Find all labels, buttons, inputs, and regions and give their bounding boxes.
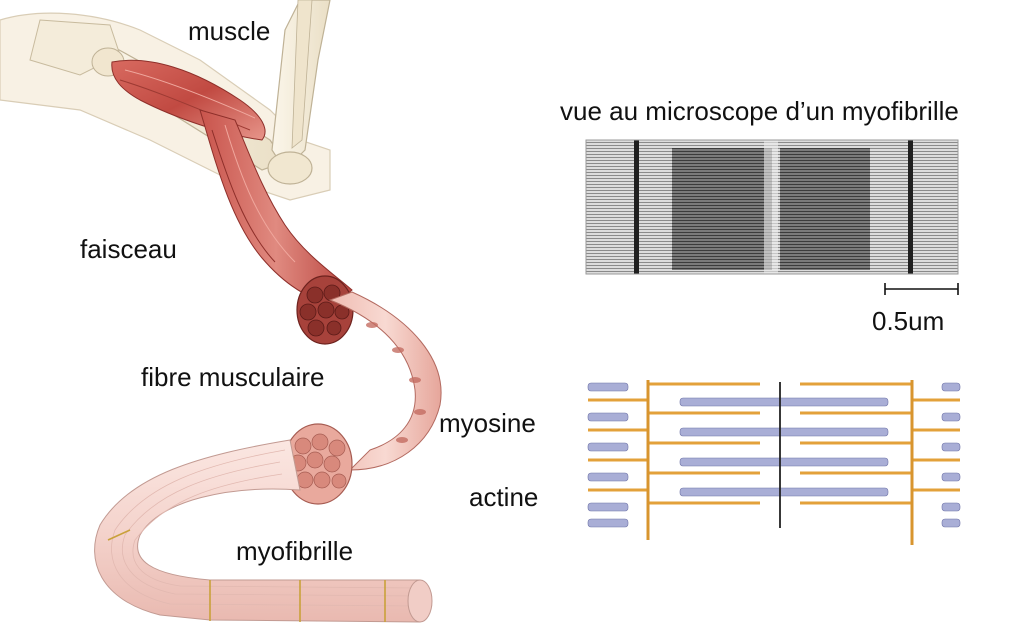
label-muscle: muscle — [188, 18, 270, 44]
micrograph-image — [586, 140, 958, 274]
label-myosin: myosine — [439, 410, 536, 436]
arm-illustration — [0, 0, 330, 200]
myosin-filaments — [588, 383, 960, 527]
myofibril — [95, 440, 432, 622]
scale-bar — [885, 283, 958, 295]
label-myofibril: myofibrille — [236, 538, 353, 564]
label-actin: actine — [469, 484, 538, 510]
scale-bar-label: 0.5um — [872, 308, 944, 334]
sarcomere-schematic — [588, 380, 960, 545]
micrograph-title: vue au microscope d’un myofibrille — [560, 98, 959, 124]
label-fascicle: faisceau — [80, 236, 177, 262]
label-muscle-fiber: fibre musculaire — [141, 364, 325, 390]
